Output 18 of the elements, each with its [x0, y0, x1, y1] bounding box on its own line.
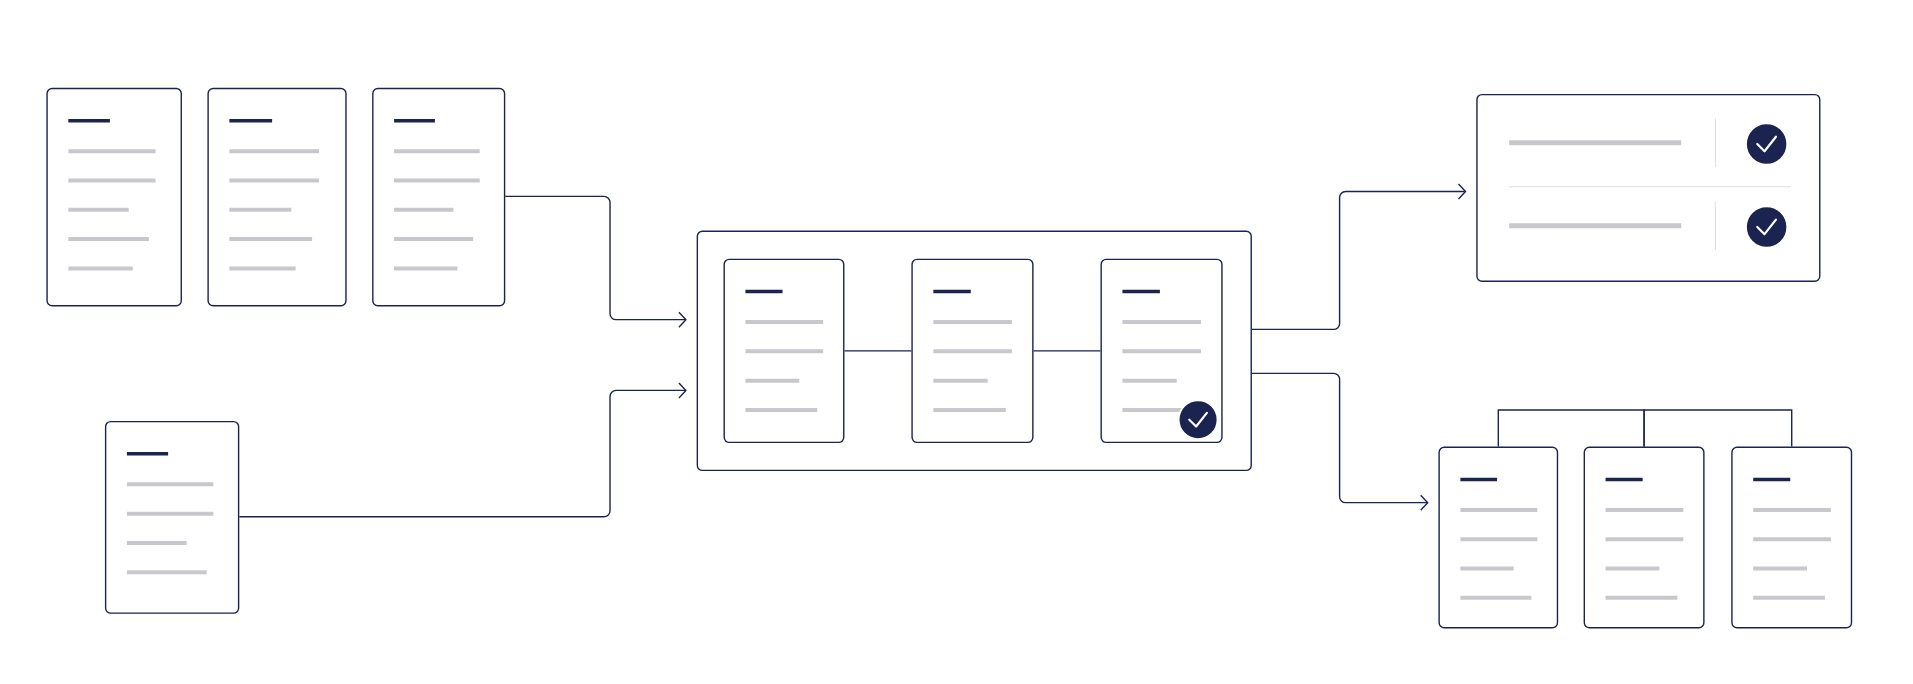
document-card — [723, 258, 845, 443]
document-card — [372, 87, 506, 307]
arrow — [1251, 372, 1429, 511]
document-card — [911, 258, 1034, 443]
arrow — [1251, 183, 1467, 330]
connector-line — [1497, 409, 1645, 448]
connector-line — [1032, 349, 1102, 352]
document-card — [1731, 446, 1853, 629]
document-card — [46, 87, 182, 307]
document-card — [1476, 93, 1821, 282]
arrow — [504, 195, 687, 328]
document-card — [1438, 446, 1559, 629]
connector-line — [843, 349, 913, 352]
arrow — [238, 382, 687, 518]
document-card — [1583, 446, 1705, 629]
document-card — [104, 420, 240, 614]
document-card — [207, 87, 347, 307]
connector-line — [1643, 409, 1793, 448]
